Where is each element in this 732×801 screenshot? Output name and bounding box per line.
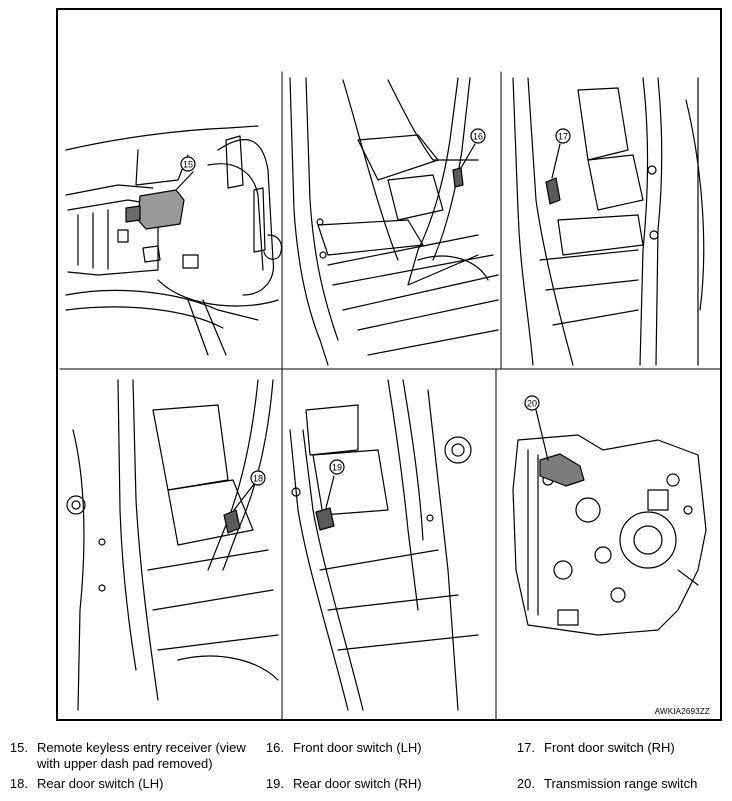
panel-grid [59, 71, 721, 720]
callout-19: 19 [332, 463, 342, 473]
legend-item-18: 18. Rear door switch (LH) [6, 776, 164, 792]
legend-text-line2: with upper dash pad removed) [37, 756, 213, 771]
panel-front-door-lh: 16 [289, 77, 499, 366]
callout-18: 18 [253, 474, 263, 484]
diagram-frame: 15 16 [56, 8, 722, 721]
callout-17: 17 [558, 132, 568, 142]
legend-text: Front door switch (LH) [293, 740, 422, 755]
legend-text: Front door switch (RH) [544, 740, 675, 755]
legend-number: 16. [265, 740, 284, 755]
legend-number: 18. [9, 776, 28, 791]
legend-text: Transmission range switch [544, 776, 698, 791]
callout-16: 16 [473, 132, 483, 142]
legend-item-19: 19. Rear door switch (RH) [262, 776, 422, 792]
panel-rear-door-lh: 18 [66, 379, 279, 711]
callout-20: 20 [527, 399, 537, 409]
legend-item-17: 17. Front door switch (RH) [513, 740, 675, 756]
panel-transmission: 20 [512, 395, 707, 636]
panel-rear-door-rh: 19 [289, 379, 479, 711]
legend-number: 17. [516, 740, 535, 755]
legend-number: 19. [265, 776, 284, 791]
legend-item-20: 20. Transmission range switch [513, 776, 697, 792]
legend-text: Remote keyless entry receiver (view [37, 740, 246, 755]
legend-text: Rear door switch (RH) [293, 776, 422, 791]
callout-15: 15 [183, 160, 193, 170]
legend-number: 15. [9, 740, 28, 755]
figure-code: AWKIA2693ZZ [654, 707, 710, 716]
legend-text: Rear door switch (LH) [37, 776, 164, 791]
legend-number: 20. [516, 776, 535, 791]
legend-item-16: 16. Front door switch (LH) [262, 740, 422, 756]
component-location-illustration: 15 16 [59, 71, 721, 720]
panel-remote-keyless-receiver: 15 [65, 125, 283, 356]
panel-front-door-rh: 17 [512, 77, 705, 366]
transmission-range-switch [539, 453, 585, 487]
receiver-component [137, 189, 185, 230]
